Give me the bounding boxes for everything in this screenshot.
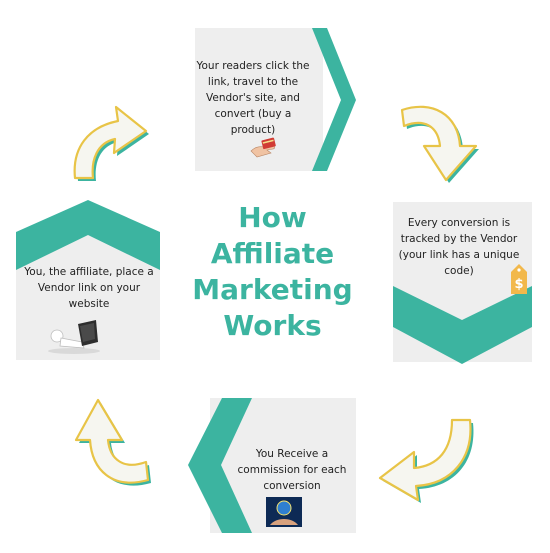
svg-text:$: $ — [514, 277, 523, 292]
arrow-top-to-right — [400, 105, 479, 183]
teal-chevron-up — [16, 200, 160, 270]
step-text-right: Every conversion is tracked by the Vendo… — [398, 217, 520, 277]
arrow-left-to-top — [73, 105, 149, 181]
teal-chevron-right — [312, 28, 356, 171]
step-text-left: You, the affiliate, place a Vendor link … — [24, 266, 154, 310]
title-line-1: How — [238, 201, 307, 234]
figure-on-laptop-icon — [48, 320, 100, 354]
globe-hand-image-icon — [266, 497, 302, 527]
step-card-bottom — [188, 398, 356, 533]
title-line-4: Works — [223, 309, 322, 342]
arrow-right-to-bottom — [378, 418, 474, 503]
teal-chevron-left — [188, 398, 252, 533]
step-text-top: Your readers click the link, travel to t… — [196, 60, 310, 136]
hand-with-credit-card-icon — [250, 137, 276, 158]
title-line-3: Marketing — [192, 273, 353, 306]
teal-chevron-down — [393, 286, 532, 364]
price-tag-dollar-icon: $ — [511, 264, 527, 294]
step-card-right — [393, 202, 532, 364]
arrow-bottom-to-left — [74, 398, 151, 486]
step-text-bottom: You Receive a commission for each conver… — [237, 448, 347, 492]
diagram-title: How Affiliate Marketing Works — [190, 200, 355, 344]
title-line-2: Affiliate — [210, 237, 335, 270]
